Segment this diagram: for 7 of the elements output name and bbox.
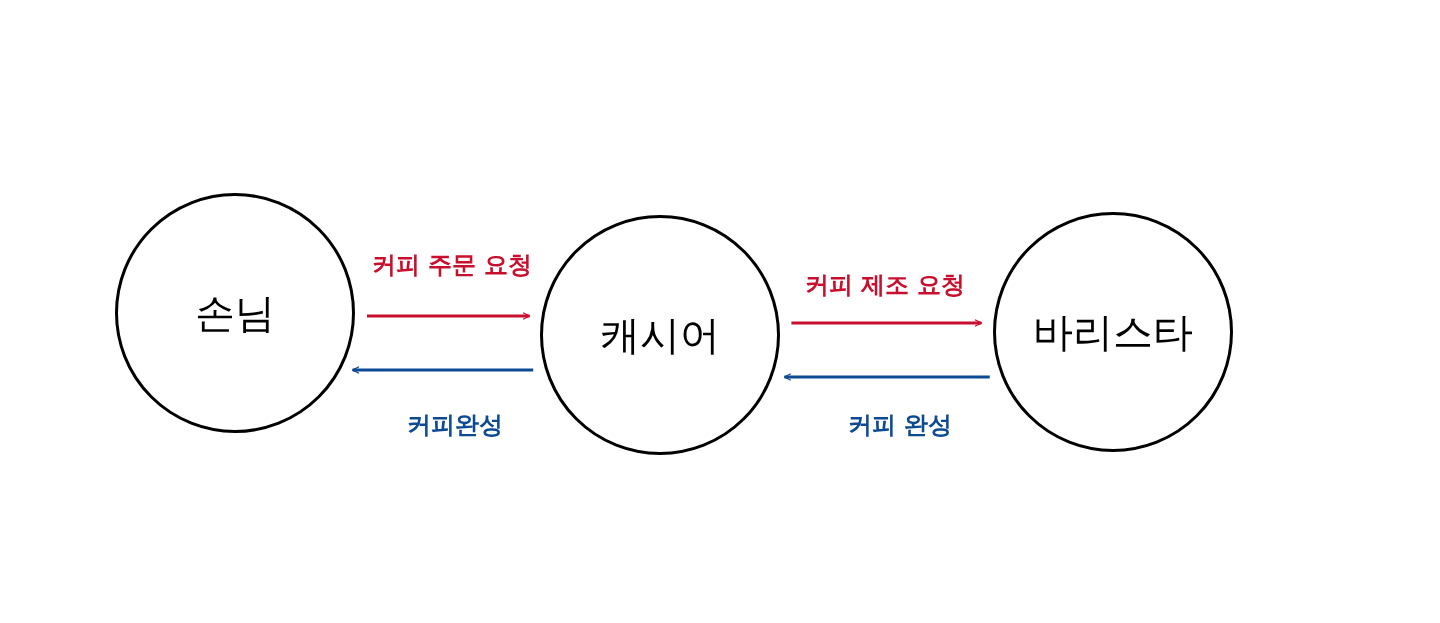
arrow bbox=[351, 366, 534, 374]
arrow bbox=[366, 312, 531, 320]
node-label: 바리스타 bbox=[1033, 308, 1193, 357]
arrow bbox=[791, 319, 982, 327]
arrow bbox=[783, 373, 990, 381]
node-label: 손님 bbox=[195, 289, 275, 338]
node-label: 캐시어 bbox=[600, 311, 720, 360]
